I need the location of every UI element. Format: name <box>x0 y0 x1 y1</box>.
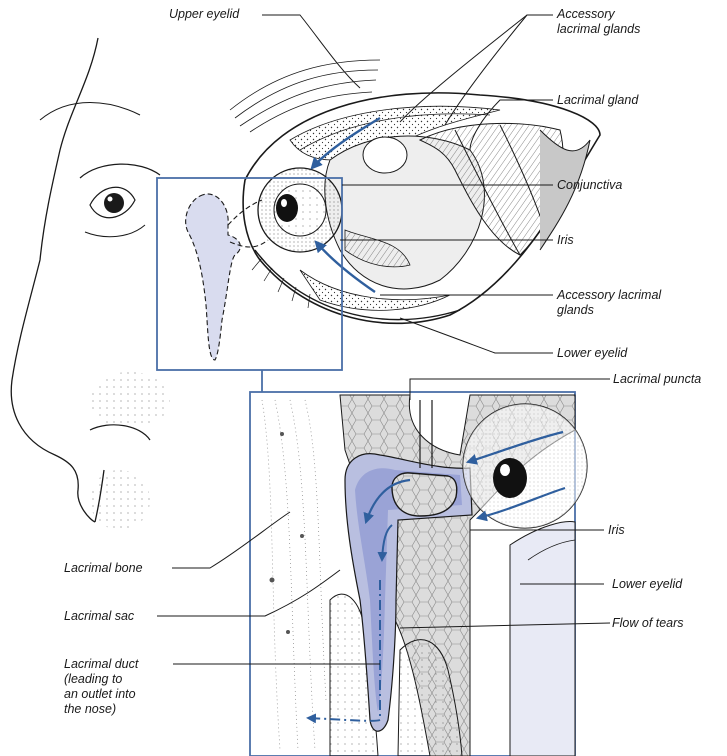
section-eyeball <box>463 404 587 528</box>
label-lower-eyelid-eye: Lower eyelid <box>557 346 627 361</box>
eyeball <box>258 168 342 252</box>
label-accessory-lacrimal-glands-top: Accessory lacrimal glands <box>557 7 640 37</box>
label-lacrimal-gland: Lacrimal gland <box>557 93 638 108</box>
label-conjunctiva: Conjunctiva <box>557 178 622 193</box>
label-lacrimal-duct: Lacrimal duct (leading to an outlet into… <box>64 657 138 717</box>
face-profile <box>11 38 140 522</box>
label-lower-eyelid-section: Lower eyelid <box>612 577 682 592</box>
label-iris-section: Iris <box>608 523 625 538</box>
label-iris-eye: Iris <box>557 233 574 248</box>
label-accessory-lacrimal-glands-bottom: Accessory lacrimal glands <box>557 288 661 318</box>
cross-section <box>250 392 587 756</box>
profile-eye <box>80 164 160 237</box>
label-lacrimal-bone: Lacrimal bone <box>64 561 143 576</box>
label-lacrimal-sac: Lacrimal sac <box>64 609 134 624</box>
label-lacrimal-puncta: Lacrimal puncta <box>613 372 701 387</box>
label-flow-of-tears: Flow of tears <box>612 616 684 631</box>
label-upper-eyelid: Upper eyelid <box>169 7 239 22</box>
nostril-shading <box>90 372 170 530</box>
